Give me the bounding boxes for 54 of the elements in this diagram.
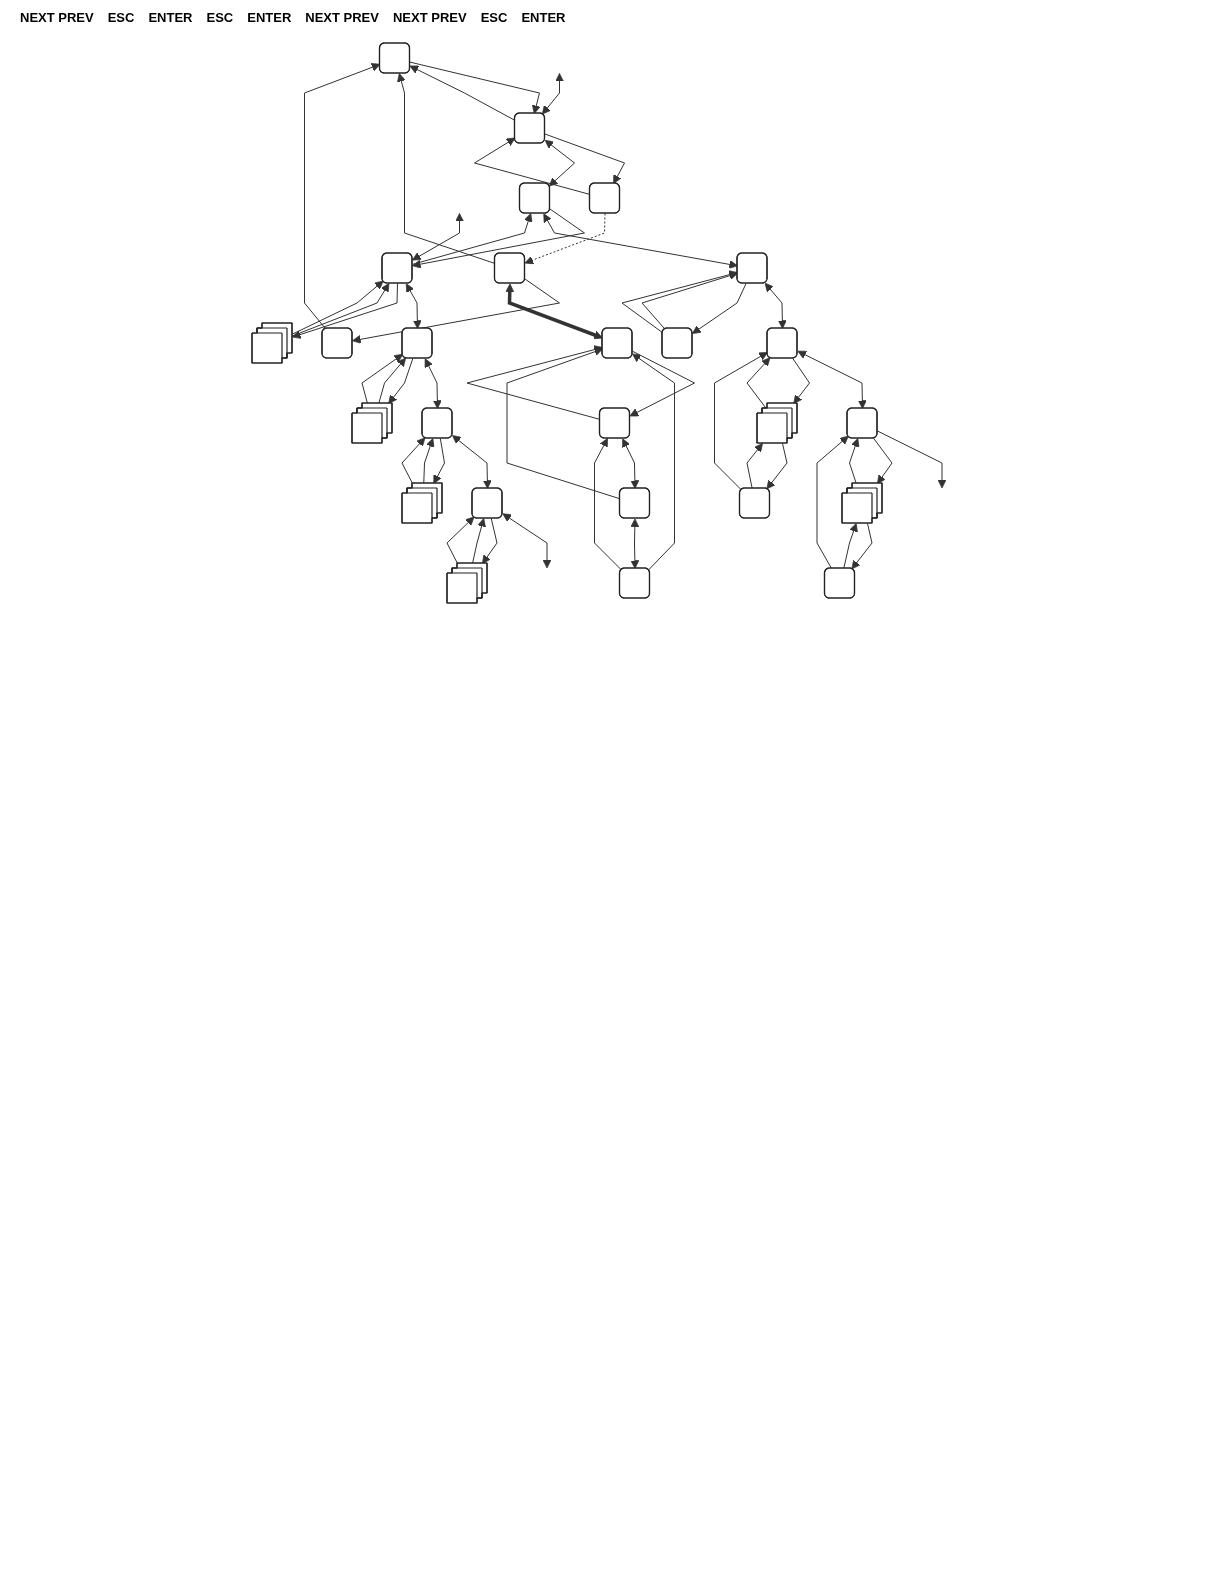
arrow	[764, 282, 787, 329]
arrow	[405, 283, 422, 329]
arrow	[746, 357, 771, 409]
key-label: ENTER	[247, 10, 292, 25]
arrow	[746, 443, 763, 489]
arrow	[352, 278, 560, 344]
arrow	[594, 438, 622, 571]
arrow	[632, 353, 675, 571]
arrow	[409, 61, 541, 114]
arrow	[630, 518, 640, 569]
key-label: ESC	[107, 10, 135, 25]
arrow	[524, 213, 606, 265]
arrow	[544, 139, 575, 187]
arrow	[412, 213, 464, 261]
key-label: NEXT PREV	[392, 10, 467, 25]
arrow	[797, 350, 867, 409]
arrow	[792, 358, 810, 404]
arrow	[433, 438, 445, 484]
arrow	[412, 213, 533, 265]
key-label: NEXT PREV	[20, 10, 94, 25]
arrow	[543, 213, 738, 269]
arrow	[361, 353, 403, 404]
arrow	[843, 523, 858, 569]
arrow	[423, 438, 435, 484]
arrow	[766, 443, 788, 490]
arrow	[412, 208, 585, 269]
arrow	[378, 357, 406, 404]
key-label: NEXT PREV	[305, 10, 379, 25]
arrow	[816, 435, 849, 569]
arrow	[622, 438, 640, 489]
arrow	[692, 283, 747, 334]
arrow	[621, 270, 738, 334]
arrow	[472, 518, 486, 564]
key-label: ENTER	[148, 10, 193, 25]
arrow	[482, 518, 498, 564]
key-label: ESC	[480, 10, 508, 25]
arrow	[544, 133, 625, 184]
key-label: ESC	[206, 10, 234, 25]
key-label: ENTER	[521, 10, 566, 25]
arrow	[849, 438, 860, 484]
arrow	[401, 437, 426, 484]
arrow	[877, 430, 947, 489]
arrow	[851, 523, 873, 570]
arrow	[505, 283, 603, 340]
arrow	[629, 350, 695, 417]
arrow	[873, 437, 893, 484]
arrow	[446, 516, 475, 564]
arrow	[502, 513, 552, 569]
arrow	[424, 358, 442, 409]
arrow	[541, 73, 564, 115]
arrow	[714, 352, 768, 491]
arrow	[466, 345, 603, 420]
arrow	[388, 358, 414, 404]
arrow	[452, 435, 492, 489]
